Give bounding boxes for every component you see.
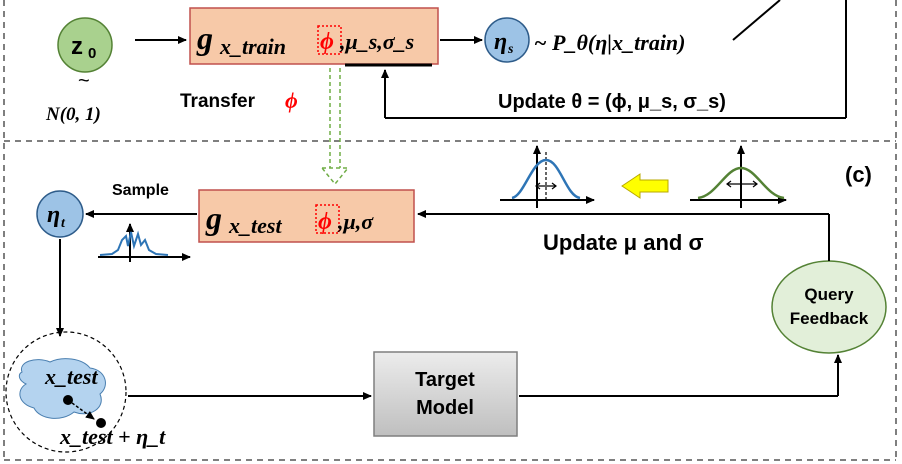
target-model-line1: Target [415, 369, 475, 391]
transfer-phi-symbol: ϕ [285, 88, 298, 113]
update-mu-sigma-label: Update μ and σ [543, 230, 704, 255]
g-train-phi-highlight [317, 25, 342, 55]
perturbed-point [96, 418, 106, 428]
z0-subscript: 0 [88, 45, 96, 62]
z0-label: z [71, 33, 83, 60]
panel-tag: (c) [845, 162, 872, 187]
noise-signal-icon [98, 223, 191, 262]
target-model-line2: Model [416, 397, 474, 419]
perturbation-arrow [67, 399, 95, 420]
normal-dist-text: N(0, 1) [45, 104, 101, 125]
sample-label: Sample [112, 182, 169, 199]
update-theta-label: Update θ = (ϕ, μ_s, σ_s) [498, 91, 726, 113]
blue-gaussian-icon [500, 145, 595, 208]
g-test-phi-highlight [315, 204, 340, 234]
green-gaussian-icon [690, 145, 787, 208]
distribution-text: ~ P_θ(η|x_train) [534, 30, 686, 55]
g-test-phi: ϕ [318, 209, 332, 235]
g-train-box: g x_train ϕ ,μ_s,σ_s [189, 7, 439, 65]
yellow-left-arrow-icon [621, 173, 669, 199]
g-train-g: g [196, 20, 213, 56]
perturbed-input-region: x_test [5, 331, 127, 453]
eta-s-node: η s [484, 17, 530, 63]
g-train-subscript: x_train [219, 34, 286, 59]
transfer-label: Transfer [180, 91, 256, 112]
z0-node: z 0 [57, 17, 113, 73]
eta-s-label: η [494, 29, 507, 55]
x-test-plus-label: x_test + η_t [59, 424, 166, 449]
query-feedback-line1: Query [804, 285, 854, 304]
eta-t-label: η [47, 202, 60, 228]
g-test-params: ,μ,σ [337, 209, 374, 234]
eta-s-subscript: s [507, 42, 514, 57]
transfer-dashed-arrow [320, 68, 350, 186]
g-test-subscript: x_test [228, 213, 282, 238]
g-train-phi: ϕ [320, 29, 334, 55]
query-feedback-line2: Feedback [790, 309, 869, 328]
g-test-box: g x_test ϕ ,μ,σ [198, 189, 415, 243]
diagonal-connector [732, 0, 781, 41]
target-model-box: Target Model [373, 351, 518, 437]
g-test-g: g [205, 200, 222, 236]
tilde-symbol: ~ [78, 70, 90, 92]
query-feedback-node: Query Feedback [771, 260, 887, 354]
eta-t-subscript: t [61, 216, 66, 231]
x-test-label: x_test [44, 364, 98, 389]
g-train-params: ,μ_s,σ_s [339, 29, 414, 54]
eta-t-node: η t [36, 190, 84, 238]
